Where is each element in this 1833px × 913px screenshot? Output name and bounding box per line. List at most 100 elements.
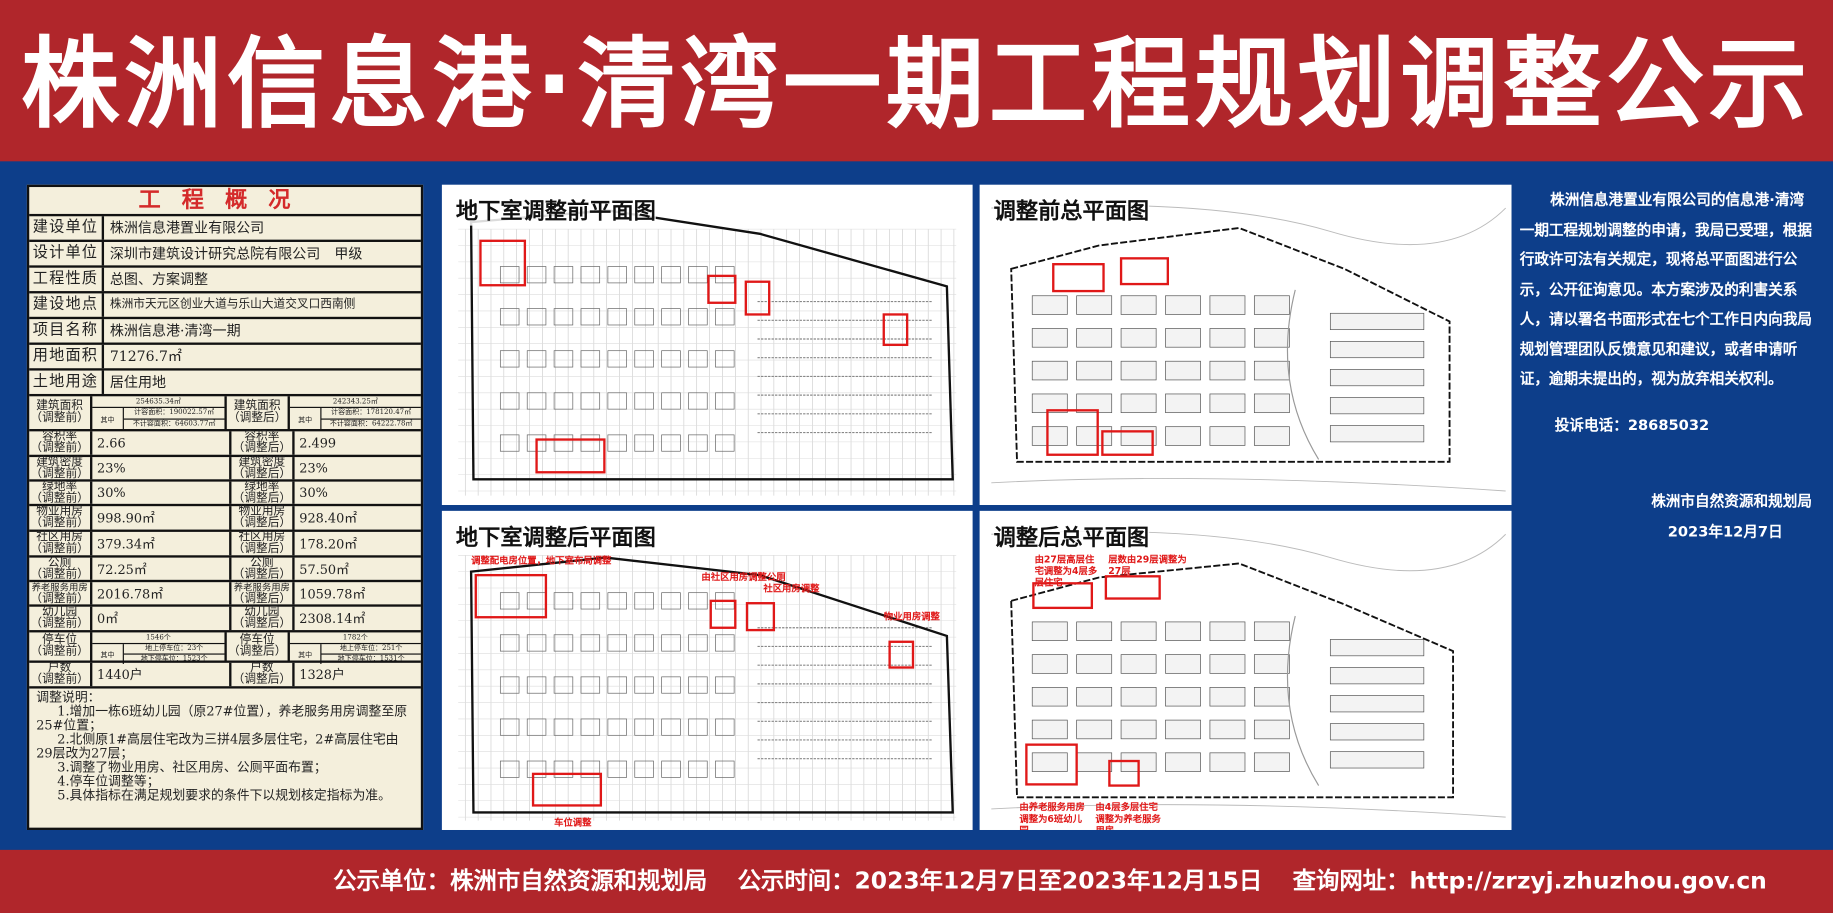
fa-value: 计容面积：190022.57㎡ <box>123 408 225 420</box>
row-label: 绿地率（调整前） <box>29 479 93 504</box>
core-block <box>526 676 547 694</box>
table-row: 项目名称株洲信息港·清湾一期 <box>29 319 421 345</box>
change-highlight-box <box>888 640 915 669</box>
building-footprint <box>1329 695 1425 713</box>
table-row: 建筑密度（调整前）23%建筑密度（调整后）23% <box>29 456 421 482</box>
table-row: 绿地率（调整前）30%绿地率（调整后）30% <box>29 479 421 507</box>
core-block <box>580 592 601 610</box>
core-block <box>715 634 735 652</box>
row-label: 设计单位 <box>29 241 105 266</box>
label-tag: （调整后） <box>232 467 292 480</box>
value-after: 2.499 <box>299 435 337 451</box>
change-highlight-box <box>1032 582 1094 610</box>
label-text: 建筑面积 <box>233 399 281 413</box>
building-footprint <box>1329 425 1425 443</box>
core-block <box>553 676 574 694</box>
value-before: 379.34㎡ <box>92 531 232 556</box>
row-value: 株洲信息港·清湾一期 <box>109 322 241 340</box>
building-footprint <box>1329 312 1425 331</box>
row-label: 建设地点 <box>29 293 105 317</box>
row-label: 停车位（调整前） <box>29 632 93 661</box>
note-item: 4.停车位调整等； <box>57 773 160 790</box>
building-footprint <box>1076 328 1113 348</box>
building-footprint <box>1165 752 1201 772</box>
building-footprint <box>1165 621 1201 641</box>
core-block <box>715 676 735 694</box>
core-block <box>634 634 654 652</box>
core-block <box>688 350 708 368</box>
footer-url[interactable]: 查询网址：http://zrzyj.zhuzhou.gov.cn <box>1292 866 1767 895</box>
core-block <box>580 266 601 284</box>
core-block <box>580 634 601 652</box>
total-value: 1782个 <box>289 632 421 645</box>
value-after: 2308.14㎡ <box>299 611 366 627</box>
change-highlight-box <box>531 772 603 807</box>
core-block <box>553 350 574 368</box>
label-tag: （调整前） <box>30 411 89 425</box>
row-label: 幼儿园（调整后） <box>231 606 295 631</box>
change-highlight-box <box>1025 743 1078 786</box>
core-block <box>526 266 547 284</box>
building-footprint <box>1329 369 1425 387</box>
notice-paragraph: 株洲信息港置业有限公司的信息港·清湾一期工程规划调整的申请，我局已受理，根据行政… <box>1519 190 1812 387</box>
notice-text: 株洲信息港置业有限公司的信息港·清湾一期工程规划调整的申请，我局已受理，根据行政… <box>1520 185 1818 546</box>
change-highlight-box <box>709 599 737 629</box>
core-block <box>553 718 574 736</box>
change-highlight-box <box>745 602 776 632</box>
row-label: 用地面积 <box>29 344 105 369</box>
row-value: 总图、方案调整 <box>109 271 209 288</box>
core-block <box>634 434 654 452</box>
row-label: 养老服务用房（调整后） <box>231 581 295 604</box>
value-before: 23% <box>92 457 232 480</box>
note-item: 5.具体指标在满足规划要求的条件下以规划核定指标为准。 <box>57 787 392 804</box>
core-block <box>661 718 681 736</box>
label-text: 绿地率 <box>244 479 280 493</box>
header-banner: 株洲信息港·清湾一期工程规划调整公示 <box>0 0 1833 162</box>
building-footprint <box>1253 426 1290 446</box>
total-value: 254635.34㎡ <box>92 396 225 408</box>
row-label: 容积率（调整后） <box>231 431 295 455</box>
core-block <box>607 676 627 694</box>
label-tag: （调整后） <box>227 411 287 425</box>
building-footprint <box>1031 719 1068 740</box>
label-text: 养老服务用房 <box>233 581 290 593</box>
core-block <box>688 392 708 410</box>
table-row: 建设单位株洲信息港置业有限公司 <box>29 216 421 242</box>
label-text: 户数 <box>47 661 72 675</box>
building-footprint <box>1165 719 1201 740</box>
table-title: 工程概况 <box>29 187 421 217</box>
label-text: 绿地率 <box>42 479 78 493</box>
change-highlight-box <box>535 438 606 474</box>
building-footprint <box>1329 639 1425 657</box>
building-footprint <box>1120 360 1157 381</box>
change-highlight-box <box>1052 263 1105 293</box>
site-before-plan: 调整前总平面图 <box>979 184 1512 506</box>
core-block <box>607 350 627 368</box>
site-boundary <box>1010 226 1451 463</box>
label-tag: （调整前） <box>30 467 89 480</box>
basement-after-plan: 地下室调整后平面图 调整配电房位置，地下室布局调整 由社区用房调整公厕 社区用房… <box>441 510 973 830</box>
table-row: 土地用途居住用地 <box>29 370 421 397</box>
row-value: 株洲市天元区创业大道与乐山大道交叉口西南侧 <box>109 298 356 311</box>
row-label: 停车位（调整后） <box>227 632 290 661</box>
annotation-label: 由社区用房调整公厕 <box>701 571 786 583</box>
core-block <box>553 592 574 610</box>
row-label: 项目名称 <box>29 319 105 343</box>
core-block <box>526 760 547 778</box>
building-footprint <box>1076 687 1113 707</box>
row-value: 71276.7㎡ <box>109 348 182 365</box>
qizhong-label: 其中 <box>92 644 124 664</box>
building-footprint <box>1120 295 1157 315</box>
building-footprint <box>1031 426 1068 446</box>
core-block <box>607 266 627 284</box>
building-footprint <box>1031 621 1068 641</box>
complaint-phone: 投诉电话：28685032 <box>1554 415 1710 434</box>
core-block <box>499 718 520 736</box>
site-after-plan: 调整后总平面图 由27层高层住宅调整为4层多层住宅 层数由29层调整为27层 由… <box>979 510 1512 830</box>
core-block <box>580 350 601 368</box>
building-footprint <box>1031 687 1068 707</box>
core-block <box>580 392 601 410</box>
core-block <box>715 434 735 452</box>
